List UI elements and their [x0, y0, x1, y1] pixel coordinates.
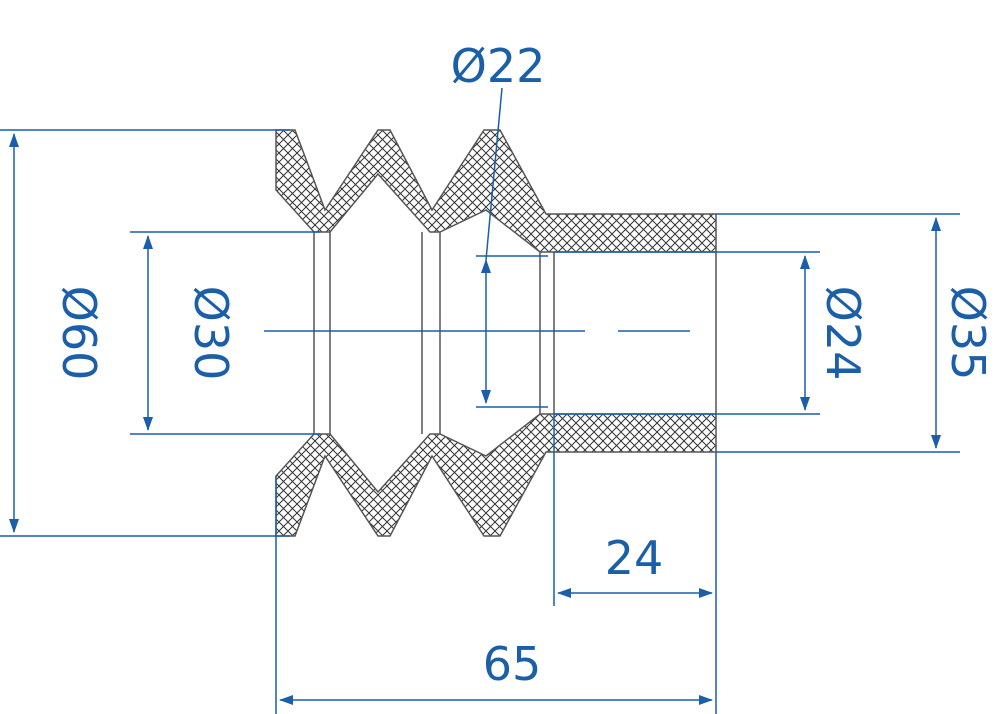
convolution-edges	[313, 232, 717, 434]
sleeve-outer-diameter-label: Ø35	[941, 286, 995, 381]
dimensions	[0, 87, 960, 714]
bellows-wall-bottom	[275, 413, 717, 537]
overall-length-label: 65	[483, 637, 542, 691]
sleeve-length-label: 24	[605, 531, 664, 585]
bellows-part	[264, 129, 717, 537]
sleeve-inner-diameter-label: Ø24	[816, 286, 870, 381]
outer-diameter-label: Ø60	[52, 286, 106, 381]
convolution-diameter-label: Ø30	[184, 286, 238, 381]
bore-leader-line	[485, 87, 503, 261]
bore-diameter-label: Ø22	[451, 39, 546, 93]
